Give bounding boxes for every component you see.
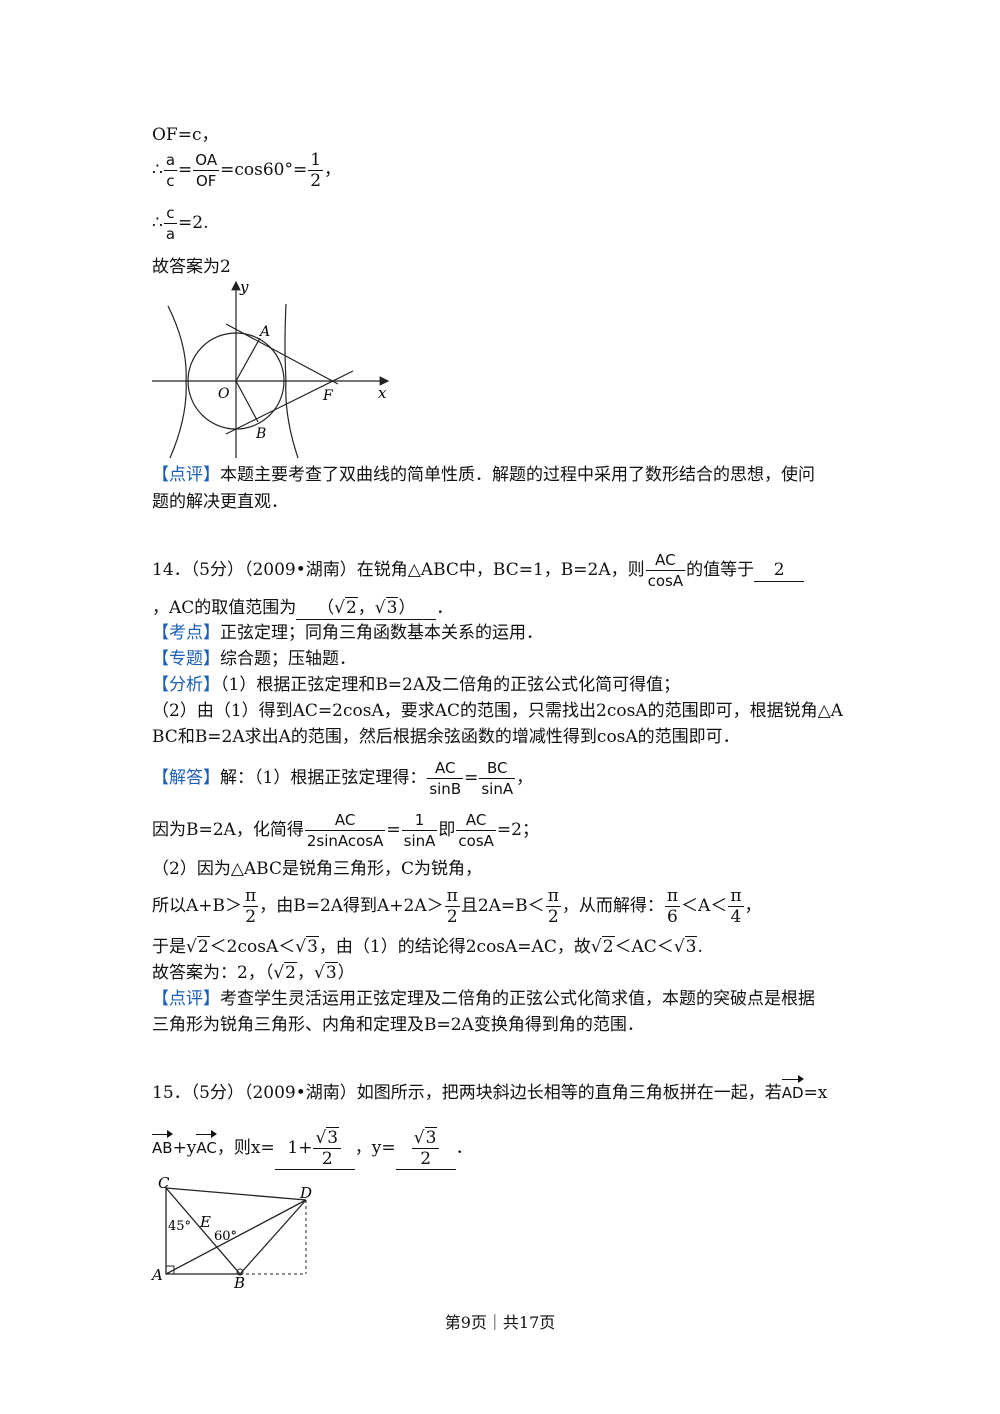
label-b: B: [255, 426, 266, 442]
label-o: O: [218, 386, 230, 402]
triangle-abc: [165, 1186, 242, 1275]
q15-stem: 15．（5分）（2009•湖南）如图所示，把两块斜边长相等的直角三角板拼在一起，…: [152, 1075, 828, 1103]
label-a: A: [258, 324, 270, 340]
review-13-line2: 题的解决更直观．: [152, 492, 288, 512]
segment-cd: [165, 1187, 307, 1201]
q14-fenxi-2: （2）由（1）得到AC=2cosA，要求AC的范围，只需找出2cosA的范围即可…: [152, 701, 843, 721]
tangent-line-lower: [225, 370, 354, 435]
label-f: F: [322, 388, 334, 404]
label-y: y: [239, 278, 249, 296]
therefore-symbol: ∴: [152, 160, 163, 180]
answer-line: 故答案为2: [152, 257, 231, 277]
segment-bd: [239, 1199, 307, 1275]
right-angle-mark-b: [236, 1268, 244, 1276]
answer-blank-1: 2: [754, 559, 805, 582]
segment-ob: [235, 380, 259, 423]
q14-stem-line2: ，AC的取值范围为（√2，√3）．: [152, 597, 454, 620]
label-e: E: [199, 1213, 211, 1231]
q14-final-answer: 故答案为：2，（√2，√3）: [152, 962, 355, 983]
angle-45: 45°: [168, 1219, 191, 1234]
q14-fenxi-3: BC和B=2A求出A的范围，然后根据余弦函数的增减性得到cosA的范围即可．: [152, 727, 740, 747]
label-a2: A: [150, 1266, 163, 1284]
hyperbola-right-branch: [284, 303, 299, 459]
label-c: C: [158, 1176, 170, 1192]
q14-zhuanti: 【专题】综合题；压轴题．: [152, 649, 356, 669]
label-b2: B: [233, 1274, 245, 1291]
q14-jieda-5: 于是√2＜2cosA＜√3，由（1）的结论得2cosA=AC，故√2＜AC＜√3…: [152, 936, 703, 957]
label-d: D: [299, 1184, 312, 1202]
review-tag: 【点评】: [152, 465, 220, 485]
q14-kaodian: 【考点】正弦定理；同角三角函数基本关系的运用．: [152, 623, 543, 643]
hyperbola-left-branch: [167, 305, 187, 459]
vector-ac: AC: [196, 1130, 218, 1157]
hyperbola-figure: y x A O F B: [152, 278, 390, 459]
triangle-figure: C D E A B 45° 60°: [150, 1176, 312, 1291]
q14-fenxi-1: 【分析】（1）根据正弦定理和B=2A及二倍角的正弦公式化简可得值；: [152, 675, 681, 695]
segment-oa: [235, 337, 261, 382]
vector-ab: AB: [152, 1130, 173, 1157]
review-13-line1: 【点评】本题主要考查了双曲线的简单性质．解题的过程中采用了数形结合的思想，使问: [152, 465, 815, 485]
q14-jieda-3: （2）因为△ABC是锐角三角形，C为锐角，: [152, 859, 482, 879]
q14-dianping-1: 【点评】考查学生灵活运用正弦定理及二倍角的正弦公式化简求值，本题的突破点是根据: [152, 989, 815, 1009]
vector-ad: AD: [781, 1075, 804, 1102]
label-x: x: [378, 384, 387, 402]
segment-ad: [165, 1199, 307, 1275]
page-footer: 第9页｜共17页: [444, 1313, 556, 1332]
right-angle-mark-a: [166, 1265, 175, 1274]
answer-blank-2: （√2，√3）: [296, 597, 437, 620]
q14-dianping-2: 三角形为锐角三角形、内角和定理及B=2A变换角得到角的范围．: [152, 1015, 644, 1035]
tangent-line-upper: [225, 323, 339, 385]
angle-60: 60°: [214, 1229, 237, 1244]
line-of-c: OF=c，: [152, 125, 219, 145]
